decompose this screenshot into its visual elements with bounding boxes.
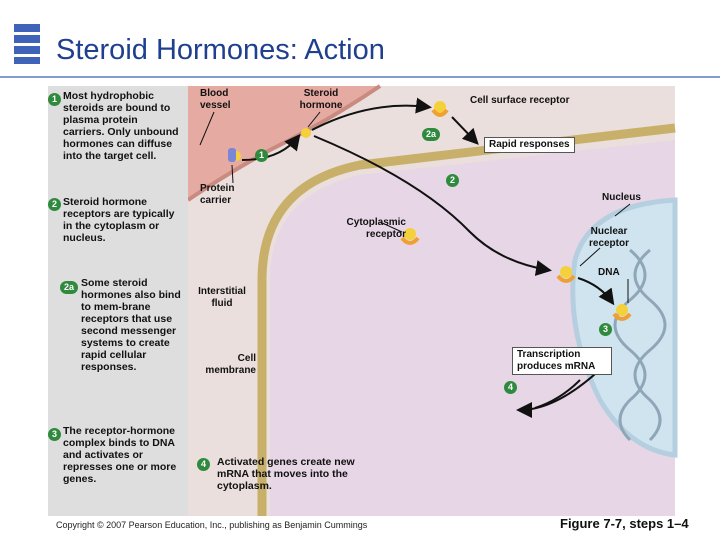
cytoplasm-area [270,140,675,516]
step-2a-text: Some steroid hormones also bind to mem-b… [81,277,181,373]
label-rapid-responses: Rapid responses [484,137,575,153]
slide-logo-icon [14,24,40,64]
badge-step-2a: 2a [60,281,78,294]
badge-step-2: 2 [48,198,61,211]
cytoplasmic-receptor-shape [400,236,420,245]
label-cytoplasmic-receptor: Cytoplasmic receptor [346,217,406,240]
dna-strand-a [613,248,647,442]
marker-1: 1 [255,149,268,162]
cell-membrane-shape [257,123,676,516]
label-interstitial-fluid: Interstitial fluid [198,286,246,309]
label-blood-vessel: Blood vessel [200,88,231,111]
label-nuclear-receptor: Nuclear receptor [588,226,629,249]
marker-4: 4 [504,381,517,394]
steroid-hormone-molecule [301,128,311,138]
label-cell-surface-receptor: Cell surface receptor [470,95,570,106]
hormone-nuclear-receptor [560,266,572,278]
marker-2: 2 [446,174,459,187]
dna-strand-b [633,248,667,442]
arrow-step-2 [313,135,552,276]
arrow-rapid [451,116,479,145]
label-cell-membrane: Cell membrane [205,353,256,376]
marker-2a: 2a [422,128,440,141]
hormone-cytoplasm [404,228,416,240]
hormone-at-surface-receptor [434,101,446,113]
label-nucleus: Nucleus [602,192,641,203]
arrow-step-1 [241,133,301,161]
badge-step-1: 1 [48,93,61,106]
badge-step-3: 3 [48,428,61,441]
badge-step-4: 4 [197,458,210,471]
marker-3: 3 [599,323,612,336]
arrow-to-surface [311,97,432,131]
nucleus-shape [570,197,678,458]
label-dna: DNA [598,267,620,278]
label-protein-carrier: Protein carrier [200,183,235,206]
arrow-step-3 [577,277,615,306]
protein-carrier-shape [228,148,236,162]
label-transcription: Transcription produces mRNA [512,347,612,375]
arrow-mrna-out [534,379,581,409]
nuclear-receptor-shape [556,274,576,283]
label-steroid-hormone: Steroid hormone [299,88,343,111]
copyright-notice: Copyright © 2007 Pearson Education, Inc.… [56,520,368,530]
steps-panel [48,86,188,516]
figure-reference: Figure 7-7, steps 1–4 [560,516,689,531]
page-title: Steroid Hormones: Action [56,34,385,66]
hormone-dna-complex [616,304,628,316]
step-1-text: Most hydrophobic steroids are bound to p… [63,90,179,162]
step-3-text: The receptor-hormone complex binds to DN… [63,425,177,485]
step-4-text: Activated genes create new mRNA that mov… [217,456,355,492]
title-divider [0,76,720,78]
step-2-text: Steroid hormone receptors are typically … [63,196,175,244]
